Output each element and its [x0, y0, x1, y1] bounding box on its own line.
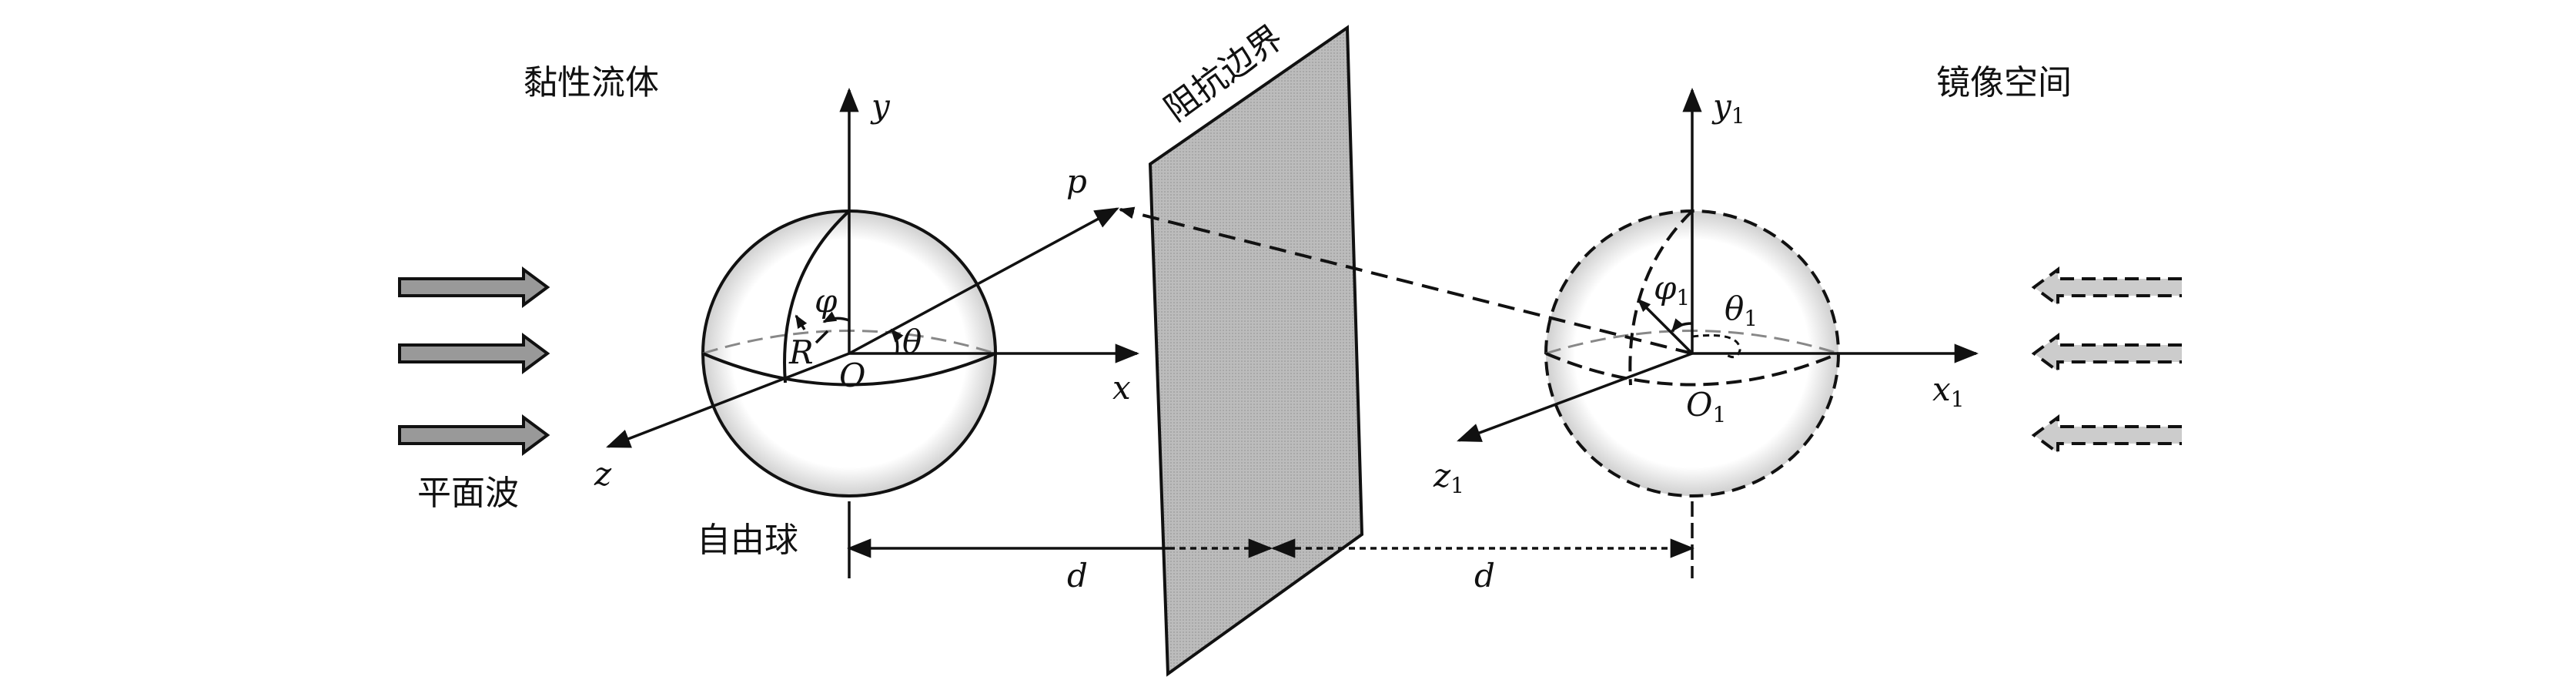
image-wave-arrow	[2031, 414, 2182, 456]
image-plane-wave-arrows	[2031, 266, 2182, 456]
image-wave-arrow	[2031, 333, 2182, 374]
viscous-fluid-label: 黏性流体	[524, 63, 659, 102]
x-axis-label: x	[1112, 369, 1131, 407]
phi1-label: φ1	[1654, 269, 1690, 310]
image-space-label: 镜像空间	[1936, 63, 2072, 102]
x1-axis-label: x1	[1932, 370, 1965, 412]
y-axis-label: y	[870, 87, 891, 125]
plane-wave-arrow	[398, 266, 550, 308]
z-axis-label: z	[594, 455, 612, 493]
origin-o1-label: O1	[1686, 386, 1726, 427]
theta1-label: θ1	[1725, 290, 1758, 331]
plane-wave-label: 平面波	[417, 474, 519, 513]
right-axes	[1457, 87, 1979, 578]
y1-axis-label: y1	[1711, 87, 1745, 129]
image-ray	[1119, 206, 1693, 355]
z1-axis-label: z1	[1433, 457, 1464, 498]
plane-wave-arrow	[398, 414, 550, 456]
distance-d-label-image: d	[1474, 557, 1495, 595]
origin-label: O	[839, 357, 865, 394]
impedance-boundary-plane	[1148, 25, 1364, 677]
plane-wave-arrow	[398, 333, 550, 374]
point-p-label: p	[1066, 162, 1087, 200]
left-axes	[606, 87, 1140, 578]
phi-label: φ	[815, 282, 838, 320]
theta-label: θ	[902, 323, 922, 360]
free-sphere-label: 自由球	[697, 521, 798, 560]
image-wave-arrow	[2031, 266, 2182, 308]
plane-wave-arrows	[398, 266, 550, 456]
distance-d-label: d	[1067, 557, 1088, 595]
radius-label: R	[788, 333, 814, 371]
